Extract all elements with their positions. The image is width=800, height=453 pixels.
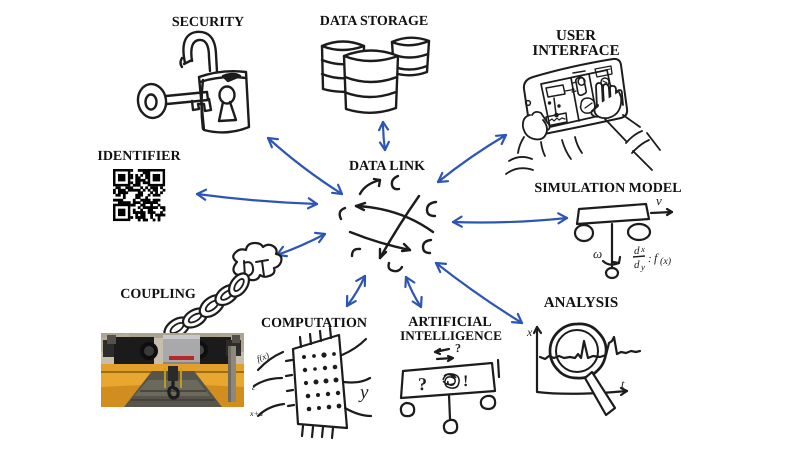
svg-text:COUPLING: COUPLING (120, 287, 196, 302)
svg-text:f: f (654, 251, 659, 265)
svg-text:x+a: x+a (249, 409, 263, 418)
svg-text:d: d (634, 259, 640, 271)
svg-text:ε: ε (252, 382, 256, 392)
svg-text:d: d (634, 245, 640, 257)
svg-text:INTERFACE: INTERFACE (532, 43, 619, 59)
svg-text:USER: USER (556, 28, 596, 44)
svg-text:x: x (640, 244, 645, 254)
svg-text:?: ? (455, 341, 461, 355)
svg-text:f(x): f(x) (255, 350, 270, 364)
svg-text:COMPUTATION: COMPUTATION (261, 316, 367, 331)
svg-text:DATA STORAGE: DATA STORAGE (320, 14, 429, 29)
svg-text:t: t (621, 377, 625, 391)
svg-text:v: v (656, 193, 662, 208)
svg-text:(x): (x) (660, 256, 672, 267)
svg-text::: : (648, 253, 652, 265)
svg-text:?: ? (418, 374, 427, 394)
svg-text:SIMULATION MODEL: SIMULATION MODEL (534, 181, 681, 196)
svg-text:IDENTIFIER: IDENTIFIER (97, 149, 181, 164)
svg-text:y: y (640, 262, 645, 272)
svg-text:y: y (358, 382, 369, 403)
svg-text:DATA LINK: DATA LINK (349, 159, 425, 174)
svg-text:ANALYSIS: ANALYSIS (544, 295, 618, 311)
svg-text:!: ! (463, 373, 468, 390)
svg-text:SECURITY: SECURITY (172, 15, 244, 30)
svg-text:INTELLIGENCE: INTELLIGENCE (400, 328, 502, 343)
svg-text:x: x (526, 325, 533, 339)
svg-text:ω: ω (593, 246, 602, 261)
svg-text:ARTIFICIAL: ARTIFICIAL (408, 315, 492, 330)
